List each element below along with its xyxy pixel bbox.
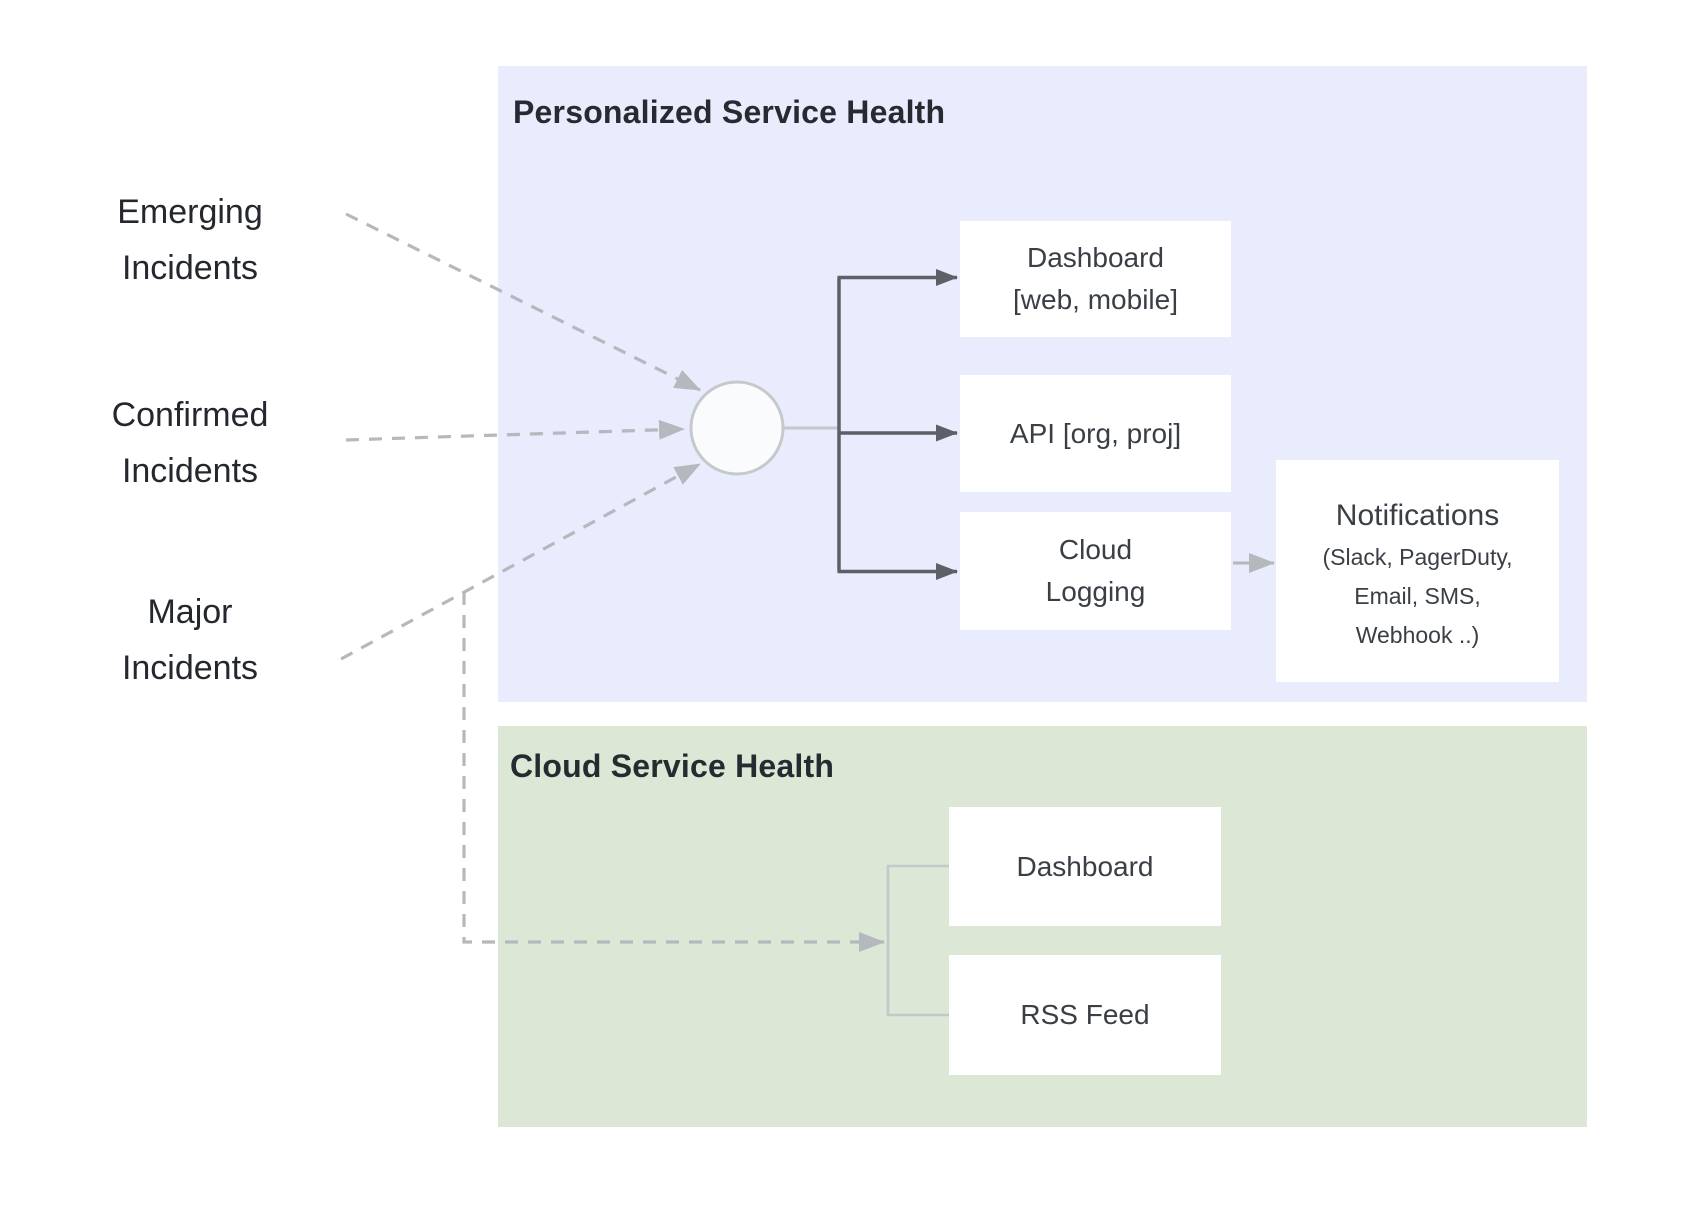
node-label: Notifications xyxy=(1335,498,1500,532)
node-label: Dashboard xyxy=(1016,850,1154,882)
node-sublabel: (Slack, PagerDuty, xyxy=(1322,543,1513,570)
node-api-org-proj: API [org, proj] xyxy=(960,375,1231,492)
node-rss-feed: RSS Feed xyxy=(949,955,1221,1075)
label-confirmed-incidents: Confirmed Incidents xyxy=(45,387,335,499)
label-line: Incidents xyxy=(121,452,259,490)
personalized-panel-title: Personalized Service Health xyxy=(513,94,946,130)
node-label: Logging xyxy=(1045,576,1146,607)
label-line: Confirmed xyxy=(111,396,269,434)
node-dashboard-cloud: Dashboard xyxy=(949,807,1221,926)
node-label: Cloud xyxy=(1058,534,1133,565)
node-label: [web, mobile] xyxy=(1013,284,1178,315)
label-line: Incidents xyxy=(121,649,259,687)
node-label: Dashboard xyxy=(1027,242,1164,273)
node-notifications: Notifications (Slack, PagerDuty, Email, … xyxy=(1276,460,1559,682)
label-line: Major xyxy=(147,593,233,631)
label-major-incidents: Major Incidents xyxy=(45,584,335,696)
node-sublabel: Email, SMS, xyxy=(1354,582,1481,609)
node-sublabel: Webhook ..) xyxy=(1355,621,1480,648)
node-label: RSS Feed xyxy=(1020,999,1150,1030)
cloud-panel-title: Cloud Service Health xyxy=(510,748,835,784)
label-line: Incidents xyxy=(121,249,259,287)
node-dashboard-web-mobile: Dashboard [web, mobile] xyxy=(960,221,1231,337)
label-line: Emerging xyxy=(117,193,263,231)
node-label: API [org, proj] xyxy=(1009,417,1182,449)
node-cloud-logging: Cloud Logging xyxy=(960,512,1231,630)
label-emerging-incidents: Emerging Incidents xyxy=(45,184,335,296)
